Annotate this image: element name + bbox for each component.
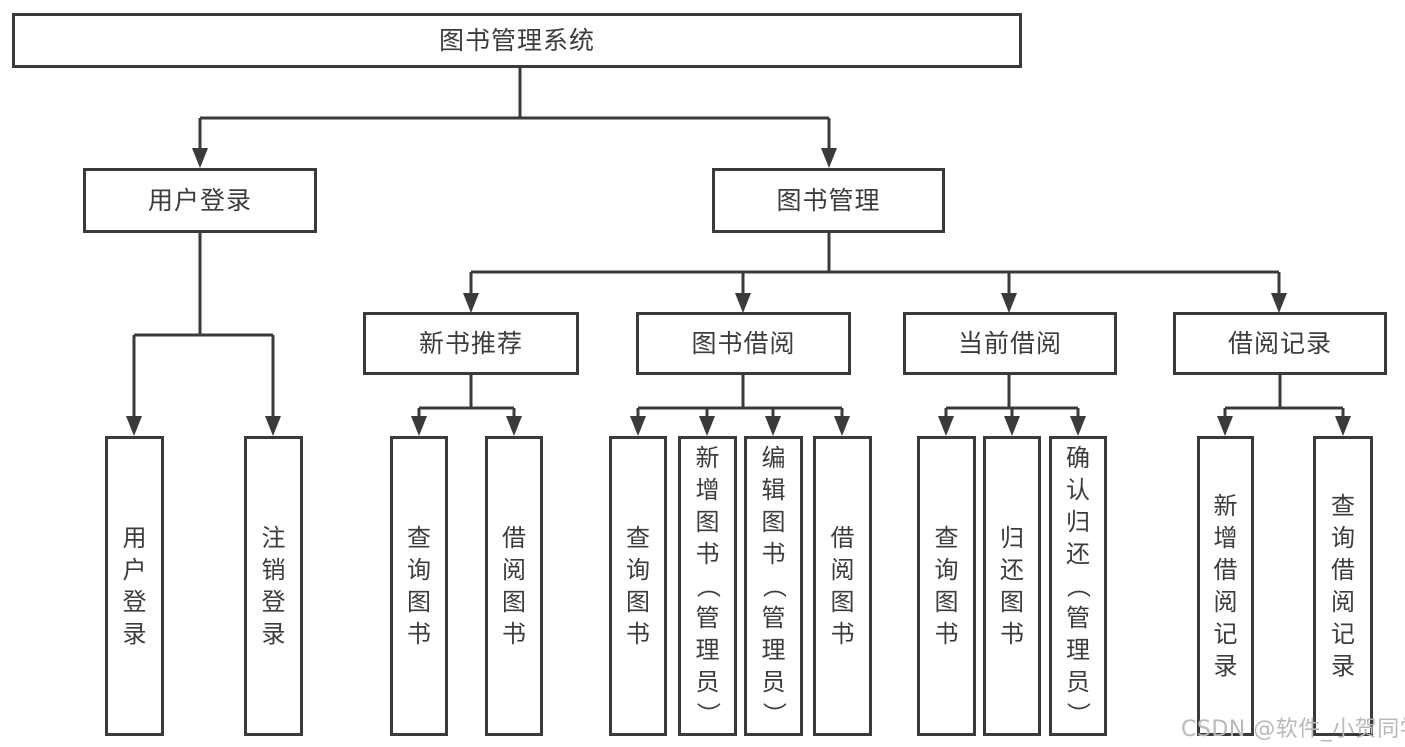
node-label: 用户登录 xyxy=(147,186,252,215)
node-label: 查询图书 xyxy=(934,524,959,648)
node-label: 用户登录 xyxy=(122,524,147,648)
node-current-borrow: 当前借阅 xyxy=(903,312,1117,375)
node-label: 借阅图书 xyxy=(502,524,526,648)
node-borrow-records: 借阅记录 xyxy=(1173,312,1387,375)
leaf-records-add-borrow-record: 新增借阅记录 xyxy=(1197,436,1254,736)
leaf-recommend-borrow-books: 借阅图书 xyxy=(485,436,543,736)
node-label: 图书借阅 xyxy=(691,329,796,358)
leaf-current-confirm-return-admin: 确认归还（管理员） xyxy=(1049,436,1107,736)
node-label: 当前借阅 xyxy=(957,329,1062,358)
leaf-current-query-books: 查询图书 xyxy=(917,436,976,736)
node-label: 查询借阅记录 xyxy=(1331,492,1355,680)
leaf-logout-login: 注销登录 xyxy=(244,436,303,736)
node-label: 确认归还（管理员） xyxy=(1064,444,1092,726)
node-new-book-recommend: 新书推荐 xyxy=(363,312,579,375)
node-user-login: 用户登录 xyxy=(83,168,317,233)
node-label: 图书管理 xyxy=(776,186,881,215)
leaf-borrow-add-books-admin: 新增图书（管理员） xyxy=(678,436,737,736)
node-book-management: 图书管理 xyxy=(712,168,945,233)
node-label: 查询图书 xyxy=(407,524,431,648)
node-label: 新增图书（管理员） xyxy=(693,444,722,726)
leaf-borrow-borrow-books: 借阅图书 xyxy=(813,436,872,736)
node-label: 新书推荐 xyxy=(418,329,523,358)
node-label: 借阅图书 xyxy=(830,524,855,648)
node-label: 借阅记录 xyxy=(1227,329,1332,358)
csdn-watermark: CSDN @软件_小贺同学 xyxy=(1181,717,1405,742)
node-root-system: 图书管理系统 xyxy=(12,13,1022,68)
node-label: 图书管理系统 xyxy=(438,26,595,55)
node-book-borrow: 图书借阅 xyxy=(636,312,851,375)
arrowheads xyxy=(126,148,1351,436)
node-label: 注销登录 xyxy=(261,524,286,648)
leaf-borrow-edit-books-admin: 编辑图书（管理员） xyxy=(744,436,803,736)
node-label: 归还图书 xyxy=(1000,524,1024,648)
node-label: 新增借阅记录 xyxy=(1213,492,1238,680)
leaf-records-query-borrow-record: 查询借阅记录 xyxy=(1313,436,1373,736)
leaf-current-return-books: 归还图书 xyxy=(983,436,1041,736)
node-label: 查询图书 xyxy=(626,524,650,648)
node-label: 编辑图书（管理员） xyxy=(759,444,788,726)
leaf-user-login: 用户登录 xyxy=(105,436,164,736)
leaf-recommend-query-books: 查询图书 xyxy=(390,436,448,736)
leaf-borrow-query-books: 查询图书 xyxy=(609,436,667,736)
